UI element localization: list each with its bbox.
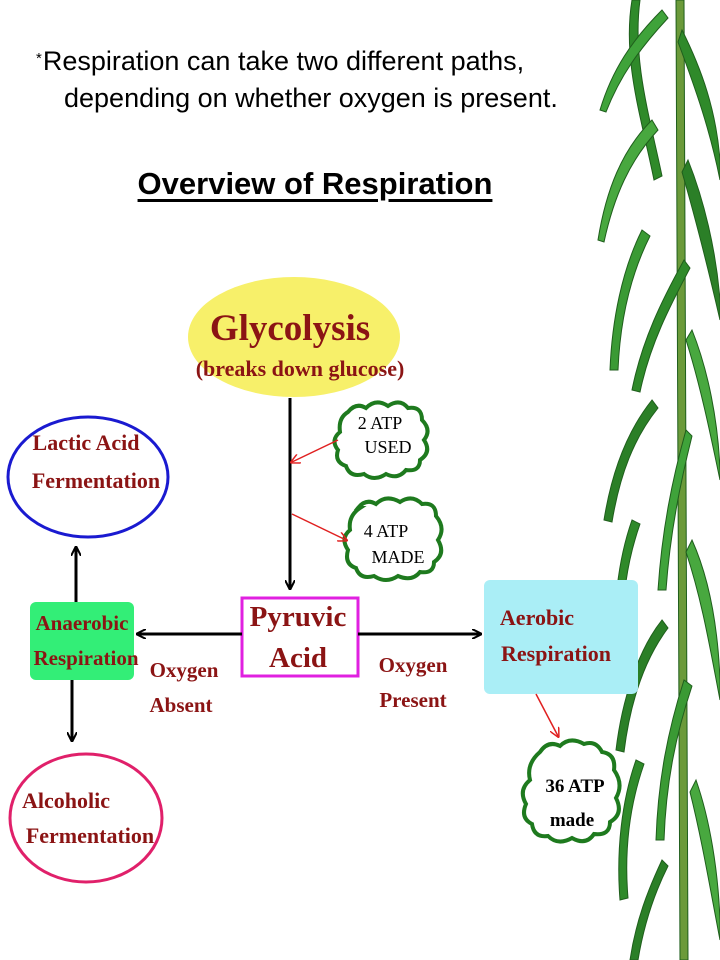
anaerobic-line2: Respiration xyxy=(34,646,139,670)
atp36-cloud xyxy=(520,738,622,844)
atp-made-line1: 4 ATP xyxy=(364,521,409,541)
oxygen-absent-line2: Absent xyxy=(149,693,212,717)
atp-used-arrow xyxy=(292,439,339,462)
oxygen-present-line2: Present xyxy=(379,688,446,712)
alcoholic-line1: Alcoholic xyxy=(22,788,110,813)
alcoholic-node xyxy=(8,752,164,884)
atp-used-line1: 2 ATP xyxy=(358,413,403,433)
pyruvic-line1: Pyruvic xyxy=(250,601,347,633)
page-title: Overview of Respiration xyxy=(137,166,493,201)
pyruvic-acid-node xyxy=(240,596,360,678)
intro-text: *Respiration can take two different path… xyxy=(36,40,624,117)
bullet-marker: * xyxy=(36,50,42,67)
oxygen-absent-line1: Oxygen xyxy=(150,658,219,682)
aerobic-to-atp36-arrow xyxy=(535,693,558,736)
atp-used-line2: USED xyxy=(364,437,411,457)
atp-made-cloud xyxy=(342,496,444,582)
intro-sentence: Respiration can take two different paths… xyxy=(42,46,558,113)
glycolysis-title: Glycolysis xyxy=(210,308,370,349)
atp-made-arrow xyxy=(291,513,346,540)
aerobic-node xyxy=(484,580,638,694)
aerobic-line1: Aerobic xyxy=(500,605,574,630)
atp36-line2: made xyxy=(550,810,594,831)
glycolysis-subtitle: (breaks down glucose) xyxy=(196,356,405,381)
atp36-line1: 36 ATP xyxy=(545,776,605,797)
aerobic-line2: Respiration xyxy=(501,641,611,666)
oxygen-present-line1: Oxygen xyxy=(379,653,448,677)
alcoholic-line2: Fermentation xyxy=(26,823,154,848)
lactic-line1: Lactic Acid xyxy=(33,430,140,455)
lactic-acid-node xyxy=(6,415,170,539)
atp-used-cloud xyxy=(332,400,430,480)
lactic-line2: Fermentation xyxy=(32,468,160,493)
anaerobic-node xyxy=(30,602,134,680)
atp-made-line2: MADE xyxy=(372,547,425,567)
anaerobic-line1: Anaerobic xyxy=(36,611,129,635)
pyruvic-line2: Acid xyxy=(269,642,327,674)
glycolysis-node xyxy=(188,277,400,397)
